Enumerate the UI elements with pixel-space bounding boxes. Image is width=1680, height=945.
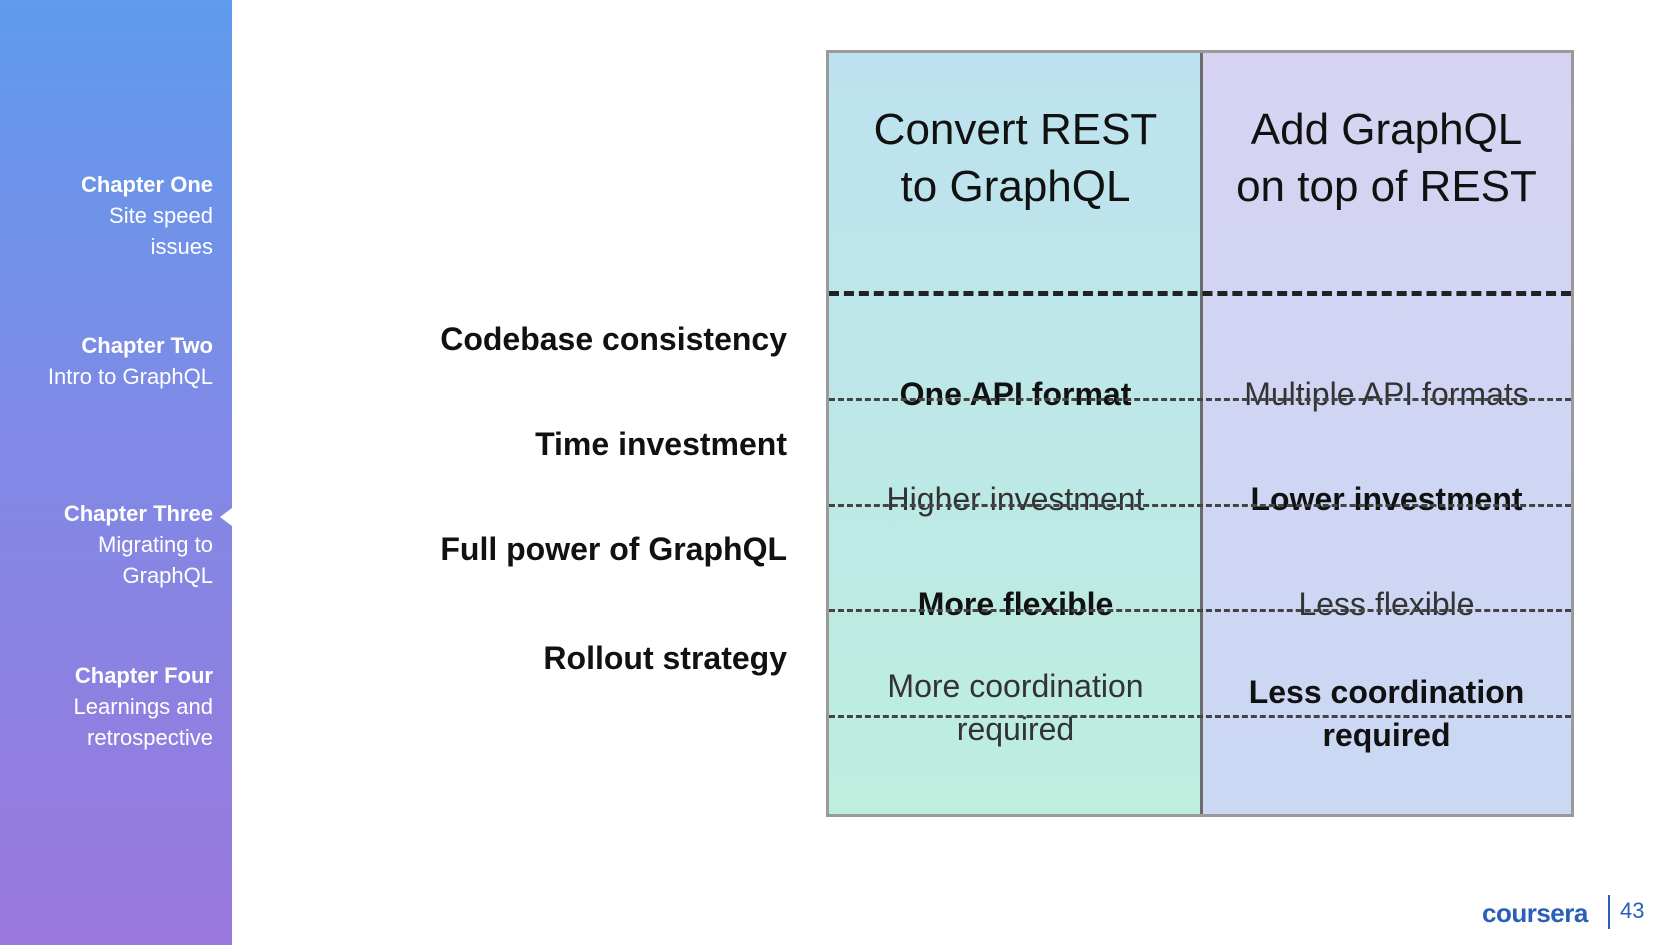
chapter-subtitle: Migrating to GraphQL [98, 532, 213, 588]
row-label-time-investment: Time investment [535, 426, 787, 462]
chapter-subtitle: Learnings and retrospective [73, 694, 213, 750]
row-label-codebase-consistency: Codebase consistency [440, 321, 787, 357]
column-convert-rest: Convert REST to GraphQL One API format H… [829, 53, 1202, 814]
row-separator [829, 715, 1571, 718]
chapter-four-nav-item[interactable]: Chapter Four Learnings and retrospective [74, 660, 213, 753]
column-add-graphql: Add GraphQL on top of REST Multiple API … [1202, 53, 1571, 814]
footer-divider [1608, 895, 1610, 929]
chapter-two-nav-item[interactable]: Chapter Two Intro to GraphQL [48, 330, 213, 392]
column-header: Add GraphQL on top of REST [1236, 105, 1537, 211]
row-separator [829, 609, 1571, 612]
comparison-table: Convert REST to GraphQL One API format H… [826, 50, 1574, 817]
coursera-logo: coursera [1482, 898, 1588, 928]
cell-power-a: More flexible [917, 586, 1114, 622]
cell-rollout-a: More coordination required [887, 668, 1144, 747]
chapter-title: Chapter Three [63, 501, 213, 526]
header-separator [829, 291, 1571, 296]
row-separator [829, 398, 1571, 401]
chapter-title: Chapter One [80, 172, 213, 197]
row-label-full-power: Full power of GraphQL [440, 531, 787, 567]
chapter-three-nav-item[interactable]: Chapter Three Migrating to GraphQL [64, 498, 213, 591]
row-label-rollout-strategy: Rollout strategy [543, 640, 787, 676]
column-header: Convert REST to GraphQL [873, 105, 1158, 211]
cell-power-b: Less flexible [1298, 586, 1475, 622]
cell-codebase-a: One API format [899, 376, 1132, 412]
chapter-title: Chapter Four [74, 663, 213, 688]
row-separator [829, 504, 1571, 507]
column-divider [1200, 53, 1203, 814]
chapter-subtitle: Intro to GraphQL [47, 364, 213, 389]
cell-time-b: Lower investment [1250, 481, 1523, 517]
chapter-title: Chapter Two [81, 333, 213, 358]
chapter-one-nav-item[interactable]: Chapter One Site speed issues [81, 169, 213, 262]
chapter-subtitle: Site speed issues [109, 203, 213, 259]
chapter-sidebar: Chapter One Site speed issues Chapter Tw… [0, 0, 232, 945]
cell-time-a: Higher investment [886, 481, 1145, 517]
cell-rollout-b: Less coordination required [1248, 674, 1525, 753]
cell-codebase-b: Multiple API formats [1244, 376, 1529, 412]
active-chapter-marker-icon [220, 508, 232, 526]
page-number: 43 [1620, 898, 1645, 923]
